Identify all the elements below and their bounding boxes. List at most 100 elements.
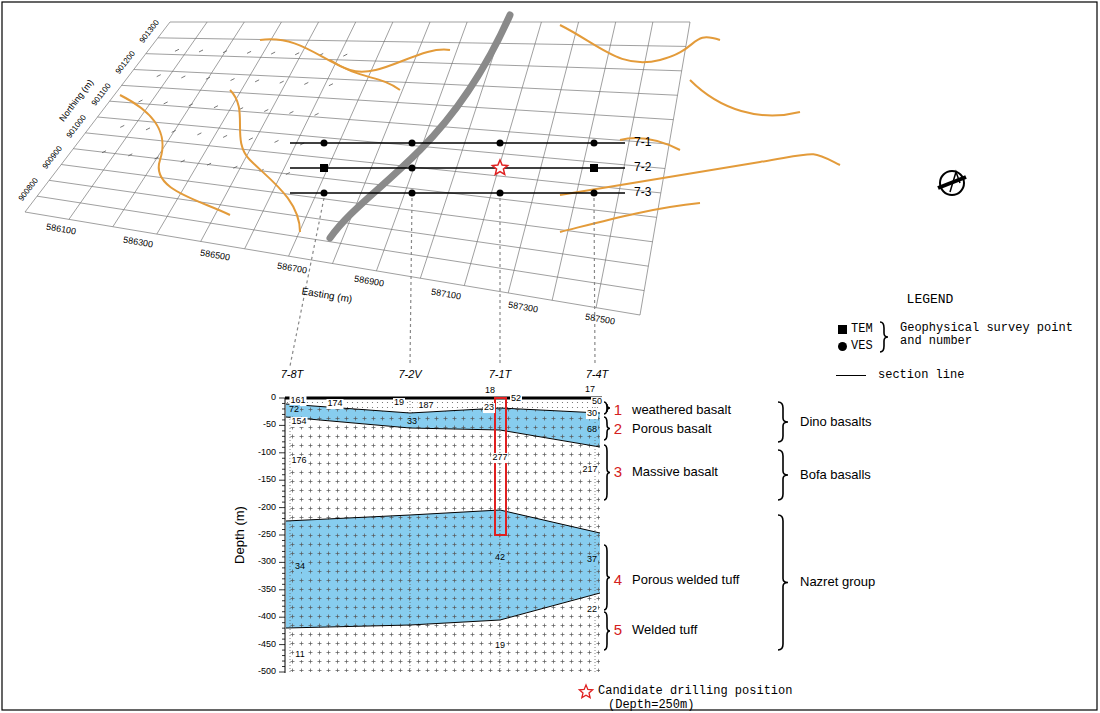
label: 30 [586,409,598,419]
label: 72 [288,405,300,415]
axis-tick [282,595,285,596]
ves-point [409,140,416,147]
label: 586500 [200,249,231,264]
depth-axis [285,398,286,673]
axis-tick [282,578,285,579]
label-text: 217 [582,464,597,474]
label: 52 [510,394,522,404]
map-tick [231,79,235,81]
label-text: 17 [585,384,595,394]
ves-point [591,140,598,147]
label: 176 [290,456,307,466]
map-tick [343,54,347,56]
label: -50 [263,420,276,430]
axis-tick [282,414,285,415]
label: 7-1 [634,136,651,149]
label: 901300 [138,18,161,45]
label: Dino basalts [800,415,872,429]
axis-tick [282,584,285,585]
label-text: 7-2 [634,160,651,174]
ves-point [409,165,416,172]
label: -100 [258,448,276,458]
label-text: 161 [290,395,305,405]
map-tick [157,75,161,77]
label-text: 7-1 [634,135,651,149]
map-tick [214,106,218,108]
map-tick [146,128,150,130]
label-text: 587300 [507,299,538,314]
label-text: 7-1T [489,368,512,380]
axis-tick [279,562,285,563]
map-tick [175,49,179,51]
label: -150 [258,475,276,485]
label-text: -250 [258,529,276,539]
axis-tick [282,622,285,623]
label-text: 23 [484,402,494,412]
axis-tick [282,650,285,651]
label-text: -200 [258,502,276,512]
label-text: (Depth=250m) [608,698,694,712]
bracket [604,417,610,440]
map-tick [199,50,203,52]
label: -250 [258,530,276,540]
contour-line [560,25,720,62]
map-tick [206,77,210,79]
label-text: 586900 [353,273,384,288]
label: 18 [484,386,496,396]
label: 586100 [46,223,77,238]
axis-tick [282,403,285,404]
label: 586700 [276,262,307,277]
label: 900800 [18,177,41,204]
label-text: 154 [291,416,306,426]
north-arrow [940,171,964,195]
label: Nazret group [800,575,875,589]
drilling-star [492,160,507,174]
label-text: 68 [587,424,597,434]
road [330,15,510,238]
axis-tick [282,524,285,525]
contour-line [690,80,800,115]
label: Candidate drilling position [598,685,792,698]
label: Porous welded tuff [632,573,739,587]
label: -300 [258,557,276,567]
label-text: 586500 [200,248,231,263]
label: -350 [258,585,276,595]
axis-tick [282,639,285,640]
label-text: 34 [295,561,305,571]
axis-tick [282,463,285,464]
layer-boundary [286,510,600,533]
label-text: 2 [614,420,622,437]
label: 1 [614,402,622,419]
axis-tick [282,441,285,442]
map-tick [138,100,142,102]
label: 587300 [507,300,538,315]
legend-text: section line [878,368,964,382]
axis-tick [282,573,285,574]
axis-tick [282,529,285,530]
drilling-position [495,398,506,535]
axis-tick [282,502,285,503]
label: 7-2V [398,368,421,380]
map-tick [207,163,211,165]
map-tick [164,102,168,104]
axis-tick [282,408,285,409]
ves-point [497,140,504,147]
axis-tick [282,518,285,519]
label: -500 [258,667,276,677]
label-text: 900800 [17,176,40,203]
label: 50 [591,397,603,407]
axis-tick [282,661,285,662]
label: Welded tuff [632,623,697,637]
label: 586900 [353,274,384,289]
label: 2 [614,421,622,438]
axis-tick [279,398,285,399]
ves-point [497,190,504,197]
label-text: 7-4T [586,368,609,380]
map-tick [189,104,193,106]
axis-tick [279,480,285,481]
label-text: -100 [258,447,276,457]
label-text: 50 [592,396,602,406]
section-line [290,192,625,193]
